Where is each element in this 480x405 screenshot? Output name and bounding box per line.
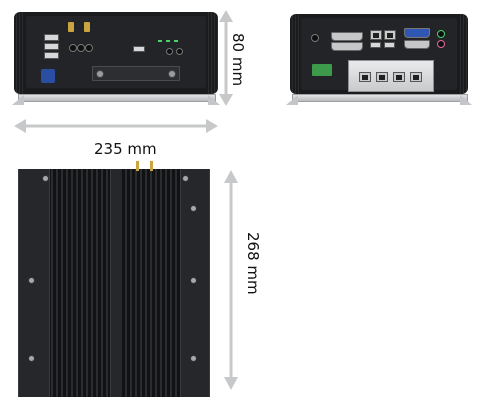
bracket-foot [460,95,472,105]
heatsink-fins [122,169,180,397]
bracket-foot [286,95,298,105]
audio-jack-icon [77,44,85,52]
screw-icon [190,277,197,284]
screw-icon [42,175,49,182]
width-arrow [14,119,218,133]
serial-port-icon [331,42,363,51]
usb-port-icon [384,42,395,48]
antenna-icon [150,161,153,171]
status-led-icon [158,40,162,42]
usb-port-icon [44,34,59,41]
button-icon [176,48,183,55]
power-jack-icon [311,34,319,42]
screw-icon [190,205,197,212]
height-arrow [219,10,233,106]
depth-arrow [224,170,238,390]
lan-port-icon [370,30,382,40]
lan-port-icon [393,72,405,82]
status-led-icon [166,40,170,42]
drive-tray [92,66,180,81]
depth-label: 268 mm [244,232,262,295]
mounting-bracket [292,94,468,102]
terminal-block-icon [312,64,332,76]
usb-port-icon [370,42,381,48]
left-side-plate [18,169,50,397]
screw-icon [168,70,176,78]
lan-port-icon [376,72,388,82]
audio-jack-icon [85,44,93,52]
screw-icon [96,70,104,78]
usb-port-icon [44,52,59,59]
height-label: 80 mm [229,33,247,87]
button-icon [166,48,173,55]
width-label: 235 mm [94,140,157,158]
audio-jack-icon [437,30,445,38]
usb-port-icon [44,43,59,50]
expansion-lan-plate [348,60,434,92]
dvi-port-icon [404,40,430,49]
screw-icon [28,277,35,284]
mounting-bracket [18,94,216,102]
front-panel [26,16,206,88]
front-view [12,8,220,108]
lan-port-icon [410,72,422,82]
lan-port-icon [359,72,371,82]
screw-icon [182,175,189,182]
screw-icon [190,355,197,362]
brand-logo-icon [41,69,55,83]
bracket-foot [12,95,24,105]
lan-port-icon [384,30,396,40]
vga-port-icon [404,28,430,38]
top-view [18,161,210,397]
hdmi-port-icon [133,46,145,52]
audio-jack-icon [69,44,77,52]
screw-icon [28,355,35,362]
audio-jack-icon [437,40,445,48]
bracket-foot [208,95,220,105]
rear-view [286,10,472,108]
heatsink-fins [48,169,110,397]
serial-port-icon [331,32,363,41]
status-led-icon [174,40,178,42]
antenna-connector-icon [84,22,90,32]
antenna-icon [136,161,139,171]
antenna-connector-icon [68,22,74,32]
